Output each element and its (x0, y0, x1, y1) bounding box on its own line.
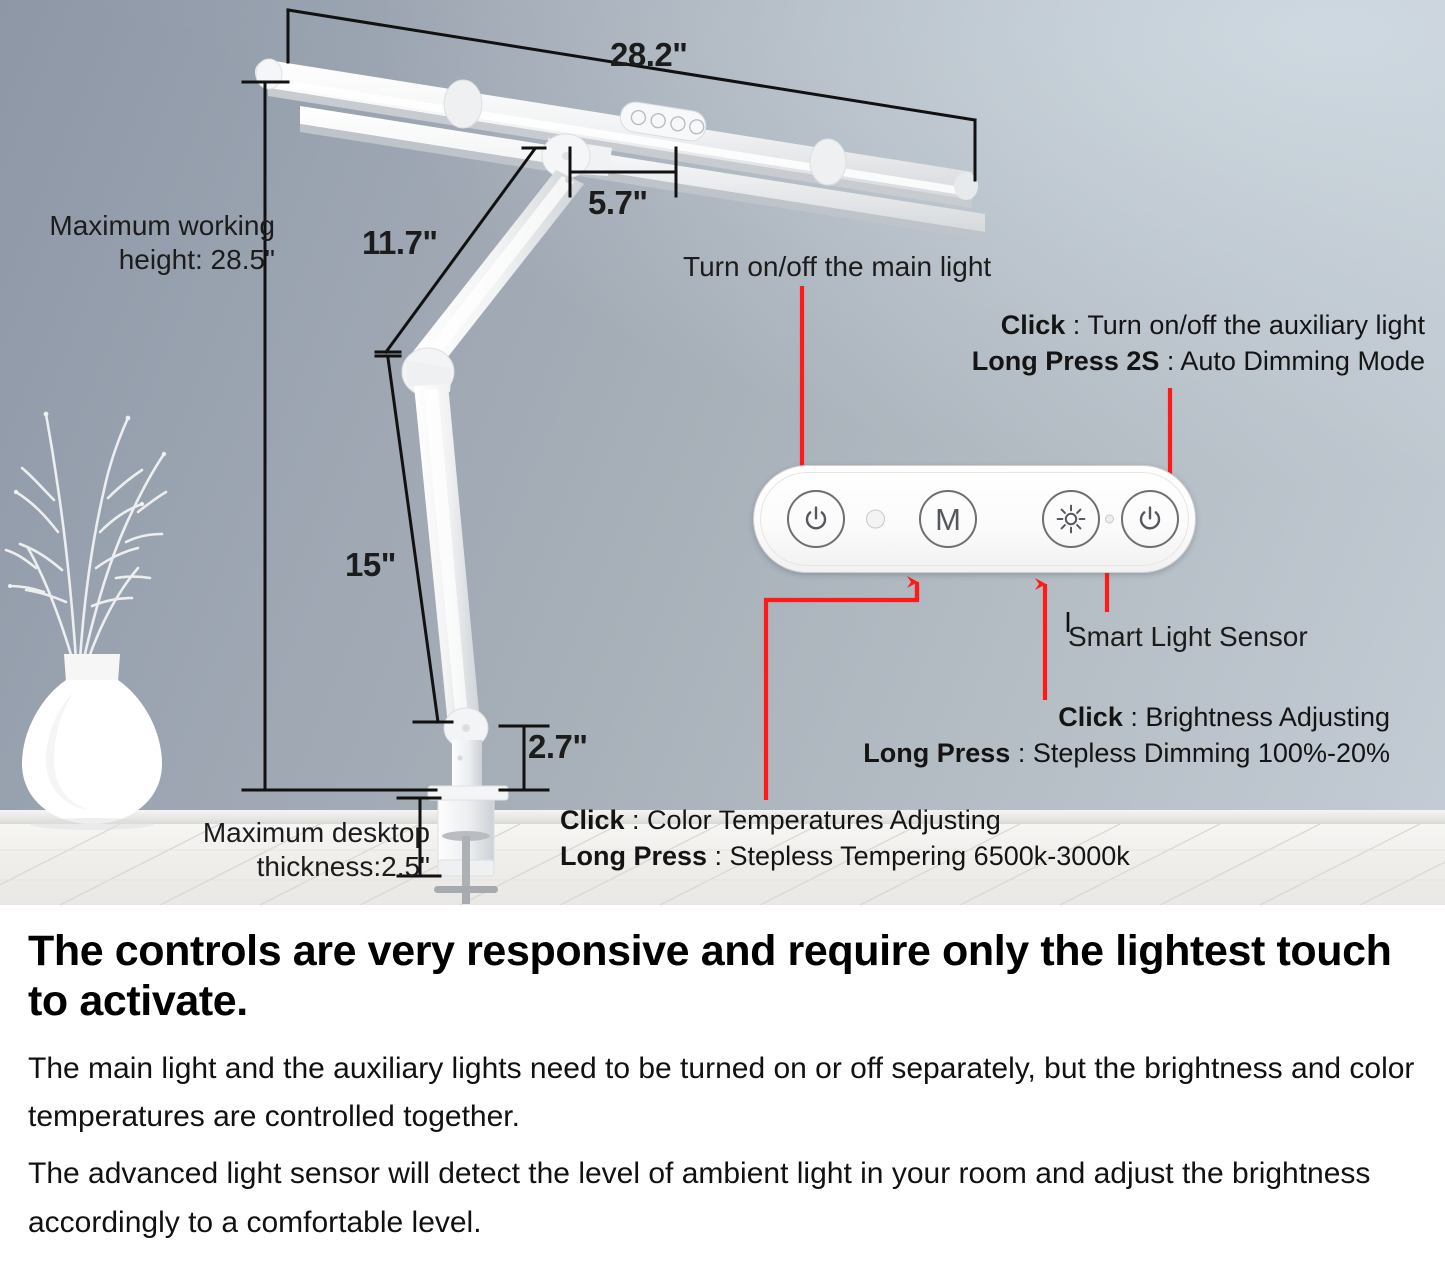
callout-main-light-label: Turn on/off the main light (683, 251, 992, 282)
power-main-button[interactable] (787, 490, 845, 548)
description-heading: The controls are very responsive and req… (28, 927, 1392, 1025)
product-photo-scene: 28.2" 11.7" 5.7" 15" 2.7" Maximum workin… (0, 0, 1445, 905)
max-working-height-line2: height: 28.5" (118, 244, 275, 276)
panel-inner-outline (760, 472, 1189, 566)
dimension-label-lower-arm: 15" (345, 546, 396, 583)
desk-lamp-illustration (255, 58, 985, 904)
aux-long-line: Long Press 2S : Auto Dimming Mode (700, 346, 1425, 377)
dimension-label-base-riser: 2.7" (528, 728, 588, 765)
max-desktop-thickness-label: Maximum desktop thickness:2.5" (168, 816, 430, 884)
aux-click-text: : Turn on/off the auxiliary light (1065, 310, 1425, 340)
sun-icon (1056, 504, 1086, 534)
brightness-click-label: Click (1058, 702, 1123, 732)
color-temp-long-label: Long Press (560, 841, 708, 871)
brightness-click-line: Click : Brightness Adjusting (700, 702, 1390, 733)
callout-auxiliary-spec: Click : Turn on/off the auxiliary light … (700, 310, 1425, 377)
aux-click-label: Click (1000, 310, 1066, 340)
color-temp-long-line: Long Press : Stepless Tempering 6500k-30… (560, 841, 1220, 872)
touch-control-panel[interactable]: M (753, 465, 1196, 573)
mode-letter: M (935, 501, 961, 537)
power-aux-button[interactable] (1121, 490, 1179, 548)
brightness-long-label: Long Press (863, 738, 1011, 768)
dimension-lines (241, 8, 977, 878)
baseboard (0, 810, 1445, 826)
callout-color-temp-spec: Click : Color Temperatures Adjusting Lon… (560, 805, 1220, 872)
mode-button[interactable]: M (919, 490, 977, 548)
power-icon (802, 505, 830, 533)
max-desktop-thickness-line2: thickness:2.5" (256, 851, 430, 883)
brightness-button[interactable] (1042, 490, 1100, 548)
brightness-long-line: Long Press : Stepless Dimming 100%-20% (700, 738, 1390, 769)
callout-arrows (763, 286, 1180, 800)
color-temp-click-label: Click (560, 805, 625, 835)
description-paragraph-2: The advanced light sensor will detect th… (28, 1156, 1371, 1239)
max-working-height-line1: Maximum working (49, 210, 275, 241)
vase-with-branches-decor (0, 392, 242, 832)
color-temp-click-text: : Color Temperatures Adjusting (624, 805, 1001, 835)
callout-smart-sensor-label: Smart Light Sensor (1068, 621, 1308, 652)
wood-floor (0, 824, 1445, 905)
aux-long-text: : Auto Dimming Mode (1159, 346, 1425, 376)
dimension-label-head-offset: 5.7" (588, 184, 648, 221)
callout-brightness-spec: Click : Brightness Adjusting Long Press … (700, 702, 1390, 769)
smart-light-sensor-dot (1105, 514, 1114, 524)
dimension-label-width: 28.2" (610, 36, 688, 73)
brightness-click-text: : Brightness Adjusting (1122, 702, 1390, 732)
color-temp-long-text: : Stepless Tempering 6500k-3000k (707, 841, 1130, 871)
max-desktop-thickness-line1: Maximum desktop (202, 817, 430, 848)
brightness-long-text: : Stepless Dimming 100%-20% (1010, 738, 1390, 768)
description-block: The controls are very responsive and req… (0, 905, 1445, 1274)
description-paragraph-1: The main light and the auxiliary lights … (28, 1051, 1415, 1134)
aux-click-line: Click : Turn on/off the auxiliary light (700, 310, 1425, 341)
aux-long-label: Long Press 2S (971, 346, 1160, 376)
color-temp-click-line: Click : Color Temperatures Adjusting (560, 805, 1220, 836)
status-led-indicator (866, 509, 885, 529)
dimension-label-upper-arm: 11.7" (362, 224, 438, 261)
power-icon (1136, 505, 1164, 533)
max-working-height-label: Maximum working height: 28.5" (10, 209, 275, 277)
